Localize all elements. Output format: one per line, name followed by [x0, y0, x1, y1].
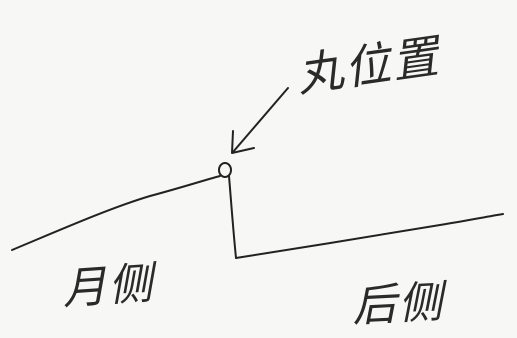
peak-circle [218, 162, 232, 178]
vertical-drop-line [228, 175, 237, 259]
left-side-label: 月侧 [60, 257, 156, 316]
right-side-label: 后侧 [350, 276, 446, 333]
arrow-head [231, 130, 255, 154]
left-slope-line [11, 175, 221, 251]
arrow-shaft [232, 87, 289, 153]
right-ground-line [235, 213, 504, 259]
